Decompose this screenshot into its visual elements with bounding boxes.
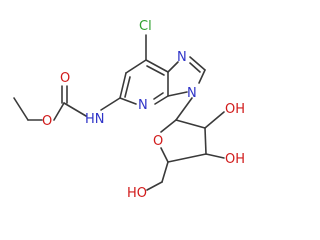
bond-carbonyl-c-nh: [63, 102, 87, 117]
bond-ester-o-carbonyl-c: [53, 102, 65, 121]
bond-c7-c7a: [145, 59, 169, 73]
bond-n1-c2-inner: [189, 62, 201, 73]
amide-nh-label: HN: [85, 112, 105, 127]
bond-n1-c2: [189, 56, 206, 71]
hydroxymethyl-label: HO: [127, 186, 147, 201]
bond-c2-n3: [198, 69, 206, 84]
bond-nh-ring-c5: [100, 97, 121, 111]
carbonyl-oxygen-label: O: [60, 71, 70, 86]
bond-c2prime-oh: [204, 111, 225, 129]
bond-c3a-n4: [154, 95, 169, 105]
bond-c4prime-ring-o: [160, 147, 169, 163]
structure-diagram: Cl N N N HN O O O OH OH HO: [13, 19, 245, 201]
bond-c5-c6: [119, 72, 127, 99]
molecule-drawing: Cl N N N HN O O O OH OH HO: [13, 19, 245, 201]
bond-c7a-n1: [167, 61, 179, 73]
bond-c4prime-ch2: [161, 161, 169, 183]
bond-n3-c1prime: [175, 97, 193, 121]
bond-c6-c7: [125, 59, 147, 74]
atom-labels: Cl N N N HN O O O OH OH HO: [42, 19, 245, 201]
nitrogen-label-n1: N: [177, 50, 187, 65]
chlorine-label: Cl: [139, 19, 152, 34]
nitrogen-label-n3: N: [187, 86, 197, 101]
bond-c2prime-c3prime: [204, 127, 207, 155]
bond-c3prime-c4prime: [167, 153, 207, 163]
bond-n4-c5: [119, 97, 137, 105]
ring-oxygen-label: O: [153, 134, 163, 149]
bond-c5-c6-inner: [124, 76, 131, 98]
bond-c3prime-oh: [205, 153, 225, 159]
hydroxyl-label-lower: OH: [225, 152, 245, 167]
hydroxyl-label-upper: OH: [225, 102, 245, 117]
bond-ethyl-ch3-ch2: [13, 97, 29, 121]
bond-ch2-oh: [146, 181, 163, 191]
bond-ring-o-c1prime: [160, 119, 177, 133]
bonds: [13, 34, 225, 191]
ester-oxygen-label: O: [42, 114, 52, 129]
bond-n3-c3a: [167, 91, 188, 97]
bond-c7-c7a-inner: [146, 65, 165, 76]
bond-c3a-n4-inner: [153, 92, 164, 100]
nitrogen-label-pyridine: N: [138, 98, 148, 113]
bond-c1prime-c2prime: [175, 119, 206, 129]
